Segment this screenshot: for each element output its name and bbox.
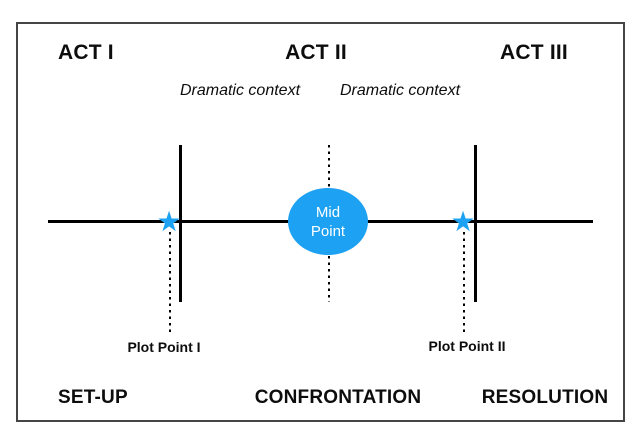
mid-point-label-line-1: Mid <box>315 203 341 221</box>
plot-point-2-label: Plot Point II <box>428 338 506 354</box>
plot-point-2-dotted-line <box>463 232 465 333</box>
stage-resolution-label: RESOLUTION <box>481 387 609 408</box>
act-3-label: ACT III <box>500 41 568 64</box>
plot-point-1-divider-line <box>179 145 182 302</box>
stage-setup-label: SET-UP <box>58 387 128 408</box>
plot-point-2-divider-line <box>474 145 477 302</box>
plot-point-1-star-icon: ★ <box>156 205 182 238</box>
mid-point-node: Mid Point <box>288 188 368 255</box>
mid-point-label-line-2: Point <box>310 222 346 240</box>
act-2-label: ACT II <box>285 41 347 64</box>
plot-point-1-label: Plot Point I <box>127 339 201 355</box>
dramatic-context-left-label: Dramatic context <box>179 82 301 99</box>
midpoint-dotted-line-top <box>328 145 330 189</box>
act-1-label: ACT I <box>58 41 114 64</box>
midpoint-dotted-line-bottom <box>328 256 330 302</box>
dramatic-context-right-label: Dramatic context <box>339 82 461 99</box>
plot-point-2-star-icon: ★ <box>450 205 476 238</box>
stage-confrontation-label: CONFRONTATION <box>254 387 422 408</box>
plot-point-1-dotted-line <box>169 232 171 333</box>
